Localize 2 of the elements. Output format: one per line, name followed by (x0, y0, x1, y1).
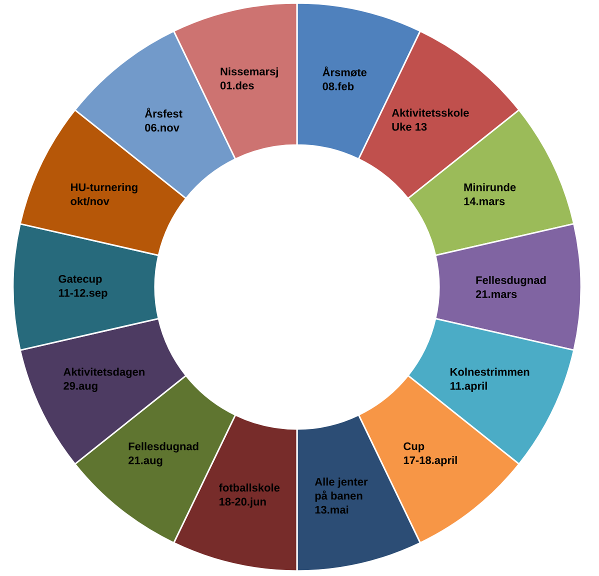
donut-segment: Gatecup 11-12.sep (12, 223, 160, 351)
donut-segment: Fellesdugnad 21.mars (434, 223, 582, 351)
